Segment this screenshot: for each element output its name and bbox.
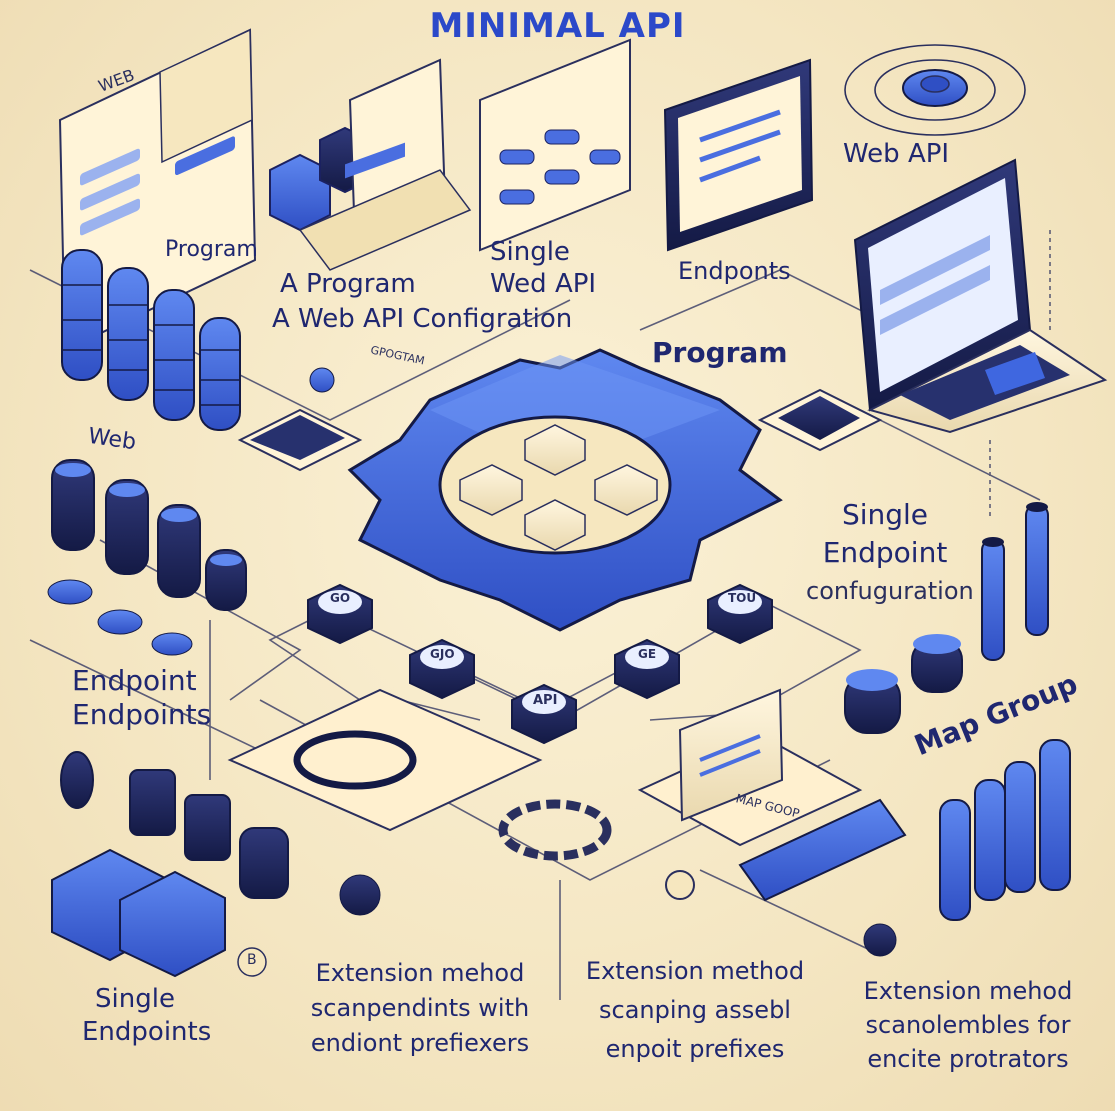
- node-c-label: GJO: [430, 647, 455, 661]
- label-endpoint-left: Endpoint: [72, 664, 197, 697]
- target-icon: [844, 44, 1026, 136]
- label-web-api-config: A Web API Configration: [272, 304, 573, 334]
- ext2-line1: Extension method: [585, 957, 805, 985]
- server-stack-icon: [665, 739, 1071, 957]
- node-api: [511, 683, 577, 745]
- node-b: [707, 583, 773, 645]
- node-a-label: GO: [330, 591, 351, 605]
- ext1-line2: scanpendints with: [310, 994, 530, 1022]
- label-endpoints-left: Endpoints: [72, 698, 212, 731]
- ext3-line1: Extension mehod: [863, 977, 1073, 1005]
- node-a: [307, 583, 373, 645]
- node-api-label: API: [533, 693, 558, 708]
- ext3-line3: encite protrators: [867, 1045, 1069, 1073]
- cube-icon: [269, 58, 472, 271]
- label-endponts: Endponts: [678, 257, 791, 285]
- b-badge: B: [247, 952, 257, 968]
- ext1-line3: endiont prefiexers: [310, 1029, 530, 1057]
- ext2-line3: enpoit prefixes: [605, 1035, 785, 1063]
- label-web-api-right: Web API: [843, 139, 950, 169]
- label-single-endpoints: Single: [95, 984, 175, 1014]
- server-stack-icon: [844, 502, 1049, 734]
- ext2-line2: scanping assebl: [599, 996, 791, 1024]
- label-a-program: A Program: [280, 269, 416, 299]
- monitor-icon: [663, 58, 814, 252]
- label-web-api-top: Wed API: [490, 269, 597, 299]
- label-configuration: confuguration: [806, 577, 974, 605]
- browser-window-icon: [58, 28, 257, 352]
- label-single-endpoints-line2: Endpoints: [82, 1017, 212, 1047]
- puzzle-hub-icon: [347, 348, 783, 632]
- label-single-endpoint-line2: Endpoint: [822, 536, 948, 569]
- server-stack-icon: [47, 459, 247, 656]
- ext1-line1: Extension mehod: [315, 959, 525, 987]
- label-program-top: Program: [165, 237, 258, 262]
- browser-window-icon: [479, 38, 631, 252]
- cube-icon: [237, 367, 883, 472]
- node-b-label: TOU: [728, 591, 757, 605]
- node-badges: [307, 583, 773, 745]
- node-d-label: GE: [638, 647, 657, 661]
- laptop-icon: [853, 158, 1108, 434]
- label-single-endpoint: Single: [841, 498, 929, 531]
- cube-icon: [51, 751, 381, 978]
- ext3-line2: scanolembles for: [865, 1011, 1071, 1039]
- server-stack-icon: [61, 249, 241, 431]
- diagram-title: MINIMAL API: [429, 6, 686, 46]
- ring-platform: [227, 688, 863, 861]
- label-single-top: Single: [490, 237, 570, 267]
- label-program-center: Program: [652, 336, 788, 369]
- node-c: [409, 638, 475, 700]
- node-d: [614, 638, 680, 700]
